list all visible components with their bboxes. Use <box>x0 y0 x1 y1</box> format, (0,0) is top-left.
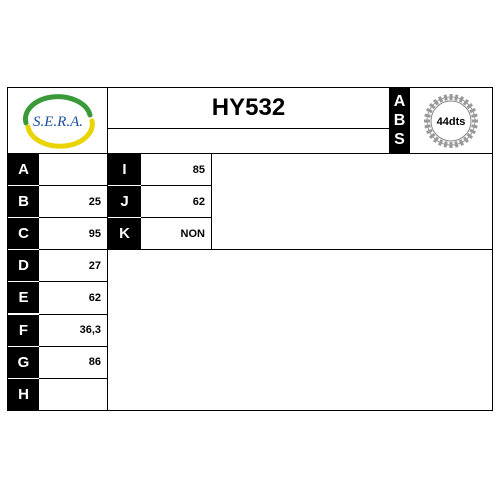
row-label-d: D <box>8 250 39 282</box>
part-number: HY532 <box>211 94 286 121</box>
abs-label: A B S <box>389 88 410 153</box>
logo-cell: S.E.R.A. <box>8 88 107 153</box>
abs-letter-a: A <box>393 93 406 110</box>
row-value-e: 62 <box>88 291 101 304</box>
row-value-b: 25 <box>88 195 101 208</box>
row-label-a: A <box>8 154 39 186</box>
sera-logo: S.E.R.A. <box>22 93 95 149</box>
row-label-i: I <box>108 154 141 186</box>
row-label-k: K <box>108 218 141 250</box>
row-value-d: 27 <box>88 259 101 272</box>
row-value-g: 86 <box>88 356 101 369</box>
row-value-h <box>39 379 107 410</box>
abs-letter-s: S <box>394 131 405 148</box>
row-label-h: H <box>8 378 39 410</box>
row-value-f: 36,3 <box>79 324 101 337</box>
abs-ring-cell: 44dts <box>410 88 492 153</box>
abs-letter-b: B <box>393 112 406 129</box>
spec-sheet-frame <box>7 87 493 411</box>
row-value-k: NON <box>180 227 205 240</box>
logo-text: S.E.R.A. <box>33 114 83 130</box>
abs-teeth-count: 44dts <box>437 116 466 128</box>
row-label-c: C <box>8 218 39 250</box>
row-value-a <box>39 154 107 185</box>
row-label-f: F <box>8 314 39 346</box>
row-label-j: J <box>108 186 141 218</box>
row-value-j: 62 <box>192 195 205 208</box>
row-value-c: 95 <box>88 227 101 240</box>
row-label-g: G <box>8 346 39 378</box>
row-label-e: E <box>8 282 39 314</box>
row-label-b: B <box>8 186 39 218</box>
gear-icon: 44dts <box>424 93 478 148</box>
row-value-i: 85 <box>192 163 205 176</box>
